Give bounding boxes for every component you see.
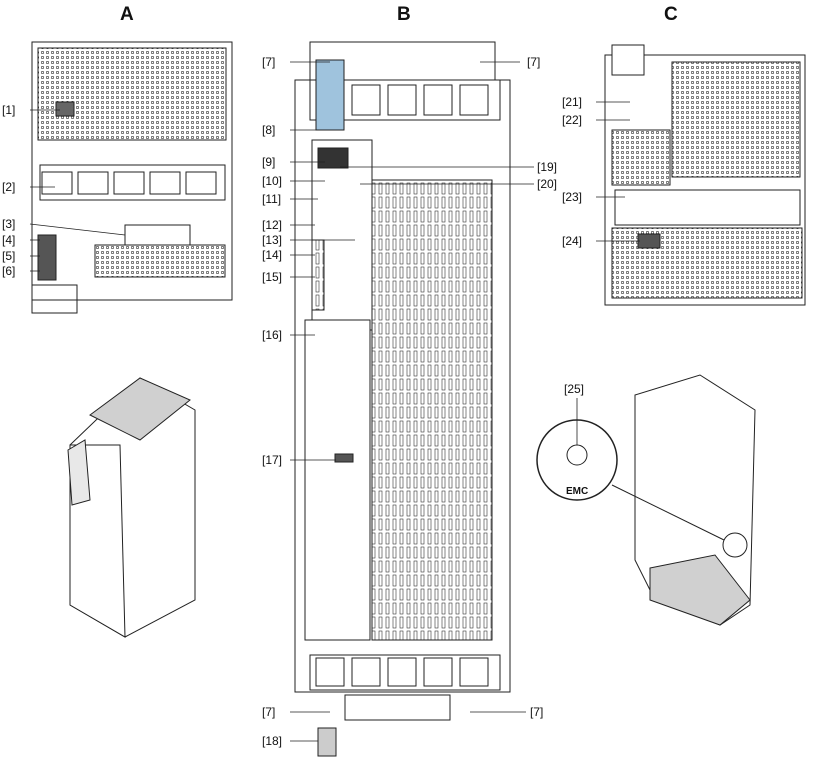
- callout-b-8: [8]: [262, 123, 276, 137]
- callout-b-13: [13]: [262, 233, 283, 247]
- callout-b-7-top-left: [7]: [262, 55, 276, 69]
- callout-b-16: [16]: [262, 328, 283, 342]
- callout-b-14: [14]: [262, 248, 283, 262]
- callout-a-5: [5]: [2, 249, 16, 263]
- view-b-front: [294, 41, 511, 757]
- view-c-top: [604, 44, 806, 306]
- view-c-isometric: [536, 374, 756, 626]
- callout-c-21: [21]: [562, 95, 583, 109]
- callout-b-7-top-right: [7]: [527, 55, 541, 69]
- callout-b-11: [11]: [262, 192, 282, 206]
- callout-a-1: [1]: [2, 103, 16, 117]
- callout-b-7-bottom-left: [7]: [262, 705, 276, 719]
- view-a-title: A: [120, 4, 134, 25]
- callout-b-15: [15]: [262, 270, 283, 284]
- callout-c-23: [23]: [562, 190, 583, 204]
- view-c-title: C: [664, 4, 678, 25]
- callout-leaders: [29, 61, 640, 742]
- callout-a-3: [3]: [2, 217, 16, 231]
- view-b-title: B: [397, 4, 411, 25]
- callout-a-2: [2]: [2, 180, 16, 194]
- callout-c-24: [24]: [562, 234, 583, 248]
- callout-b-12: [12]: [262, 218, 283, 232]
- callout-b-18: [18]: [262, 734, 283, 748]
- callout-b-10: [10]: [262, 174, 283, 188]
- callout-b-9: [9]: [262, 155, 276, 169]
- callout-b-20: [20]: [537, 177, 558, 191]
- view-a-top: [31, 41, 233, 314]
- view-a-isometric: [67, 377, 196, 638]
- callout-c-22: [22]: [562, 113, 583, 127]
- callout-a-4: [4]: [2, 233, 16, 247]
- emc-label: EMC: [566, 486, 589, 497]
- callout-b-17: [17]: [262, 453, 283, 467]
- callout-b-19: [19]: [537, 160, 558, 174]
- callout-a-6: [6]: [2, 264, 16, 278]
- callout-b-7-bottom-right: [7]: [530, 705, 544, 719]
- callout-c-25: [25]: [564, 382, 585, 396]
